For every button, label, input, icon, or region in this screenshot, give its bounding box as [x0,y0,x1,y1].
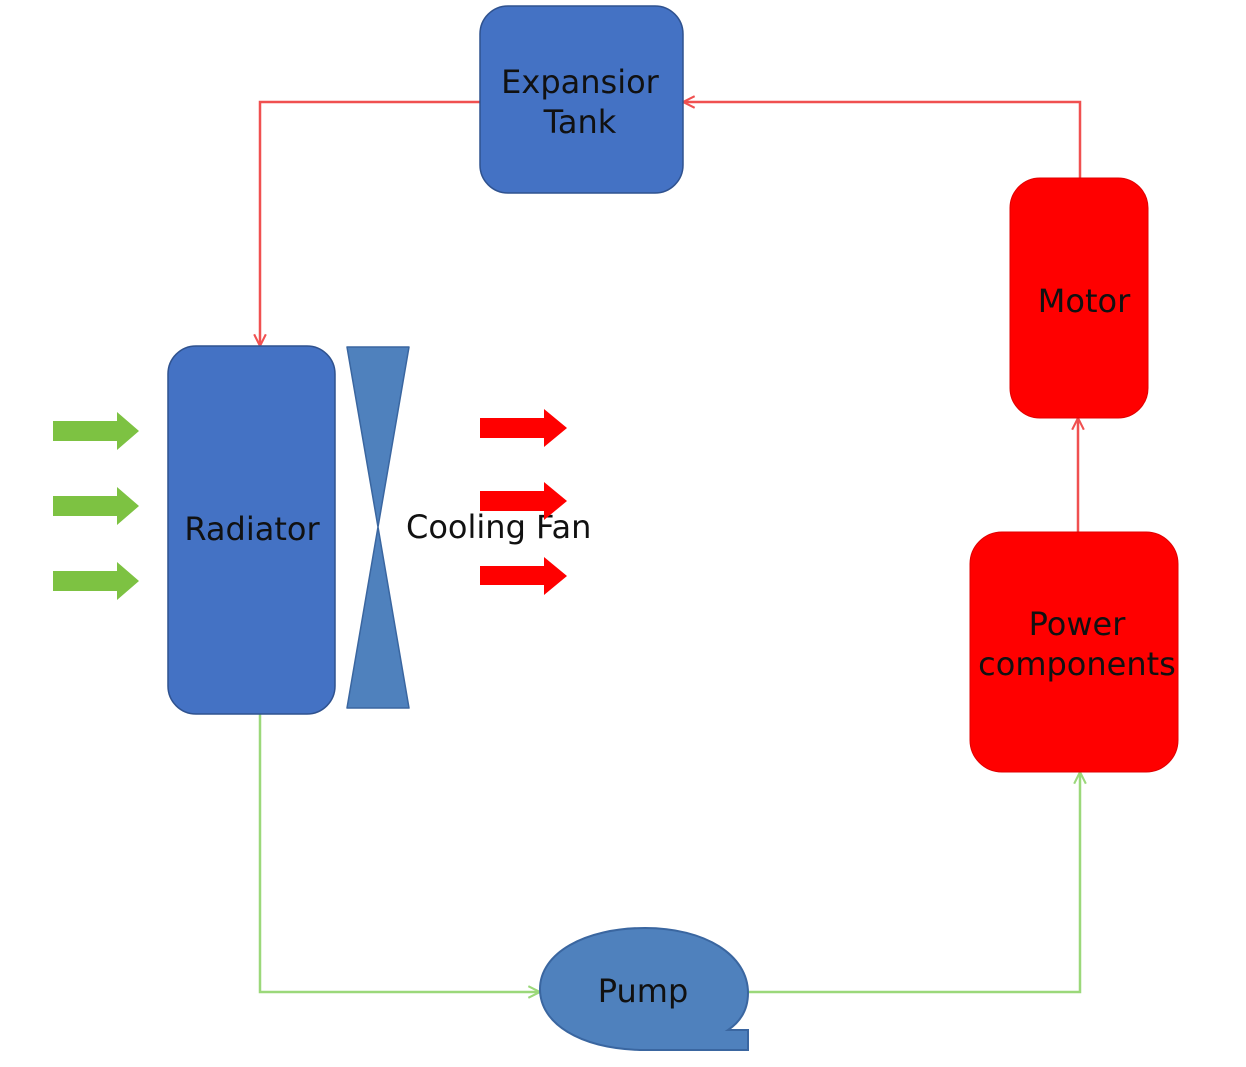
connector-motor-to-expansion-tank [683,102,1082,178]
incoming-air-arrow [53,562,139,600]
power-components-node: Power components [969,531,1179,773]
outgoing-air-arrows [480,409,567,595]
pump-node: Pump [538,926,750,1051]
power-components-box [969,531,1179,773]
radiator-box [167,345,336,715]
expansion-tank-node: Expansior Tank [479,5,684,194]
connector-radiator-to-pump [258,714,540,992]
incoming-air-arrow [53,412,139,450]
outgoing-air-arrow [480,409,567,447]
motor-box [1009,177,1149,419]
connector-expansion-tank-to-radiator [260,100,480,346]
cooling-fan-label: Cooling Fan [406,508,591,546]
power-components-label-line1: Power [1029,605,1127,643]
connector-pump-to-power-components [748,772,1080,994]
expansion-tank-box [479,5,684,194]
incoming-air-arrows [53,412,139,600]
pump-shape [538,926,750,1051]
outgoing-air-arrow [480,482,567,520]
incoming-air-arrow [53,487,139,525]
pump-label: Pump [598,972,689,1010]
outgoing-air-arrow [480,557,567,595]
motor-label: Motor [1038,282,1131,320]
power-components-label-line2: components [978,645,1176,683]
radiator-node: Radiator [167,345,336,715]
radiator-label: Radiator [184,510,320,548]
cooling-fan-node: Cooling Fan [346,346,591,709]
cooling-fan-shape [346,346,410,709]
expansion-tank-label-line1: Expansior [501,63,660,101]
motor-node: Motor [1009,177,1149,419]
expansion-tank-label-line2: Tank [543,103,617,141]
